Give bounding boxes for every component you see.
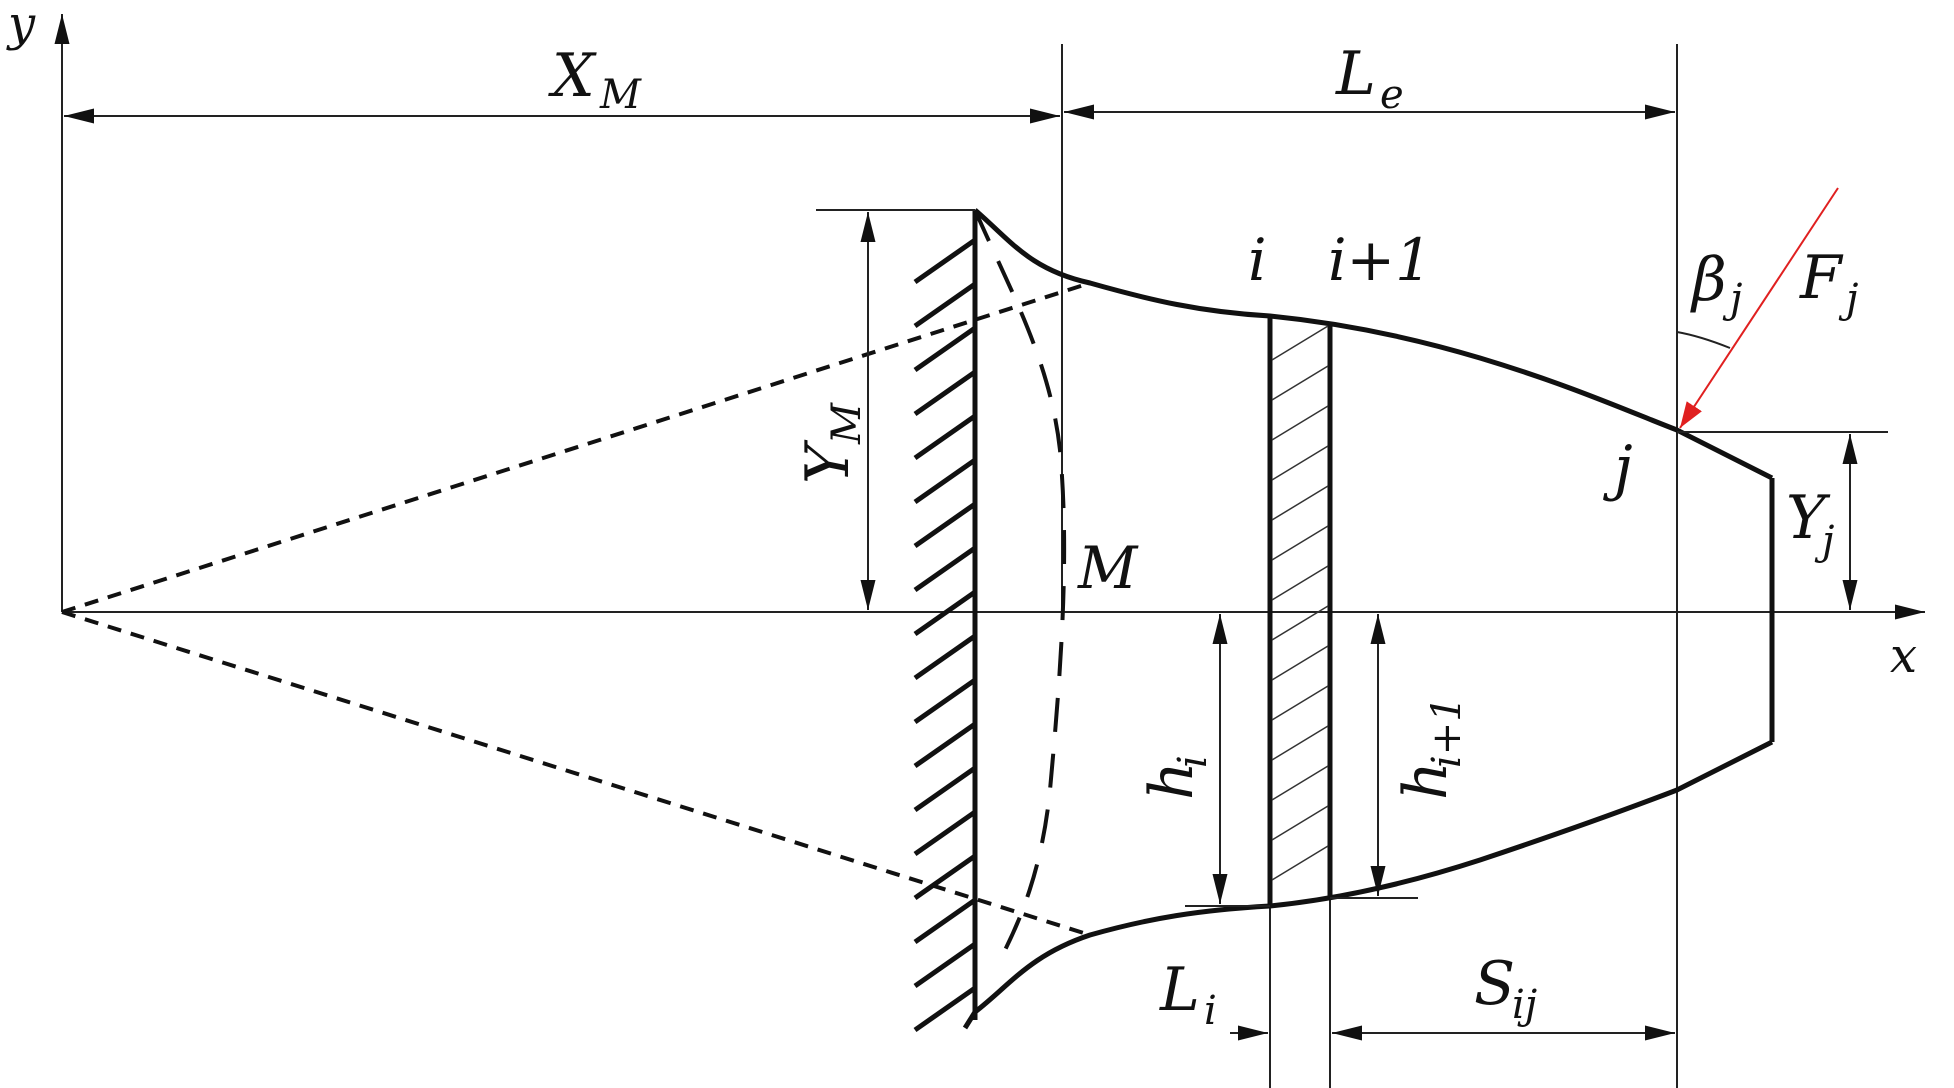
wall-hatch-stroke <box>913 985 977 1033</box>
slice-hatch-stroke <box>1271 445 1329 481</box>
xm-label: X <box>548 41 597 111</box>
slice-hatch-stroke <box>1271 805 1329 841</box>
beam-bottom-edge <box>973 739 1774 1014</box>
slice-hatching <box>1271 325 1329 881</box>
dashed-boundary <box>973 209 1067 951</box>
slice-hatch-stroke <box>1271 565 1329 601</box>
y-axis-label: y <box>6 0 36 52</box>
wall-hatch-stroke <box>913 457 977 505</box>
force-label: F <box>1799 243 1844 313</box>
x-axis-label: x <box>1890 628 1917 684</box>
wall-hatch-stroke <box>913 545 977 593</box>
wall-hatch-stroke <box>913 413 977 461</box>
wall-hatch-stroke <box>913 281 977 329</box>
ym-label-group: Y M <box>793 402 870 484</box>
slice-hatch-stroke <box>1271 405 1329 441</box>
wall-hatch-stroke <box>913 721 977 769</box>
point-m-label: M <box>1077 534 1139 602</box>
ym-label: Y <box>793 439 863 484</box>
beam-root-tip <box>962 1010 978 1030</box>
point-j-label: j <box>1603 433 1633 503</box>
slice-hatch-stroke <box>1271 365 1329 401</box>
sij-label-sub: ij <box>1512 982 1537 1028</box>
wall-hatch-stroke <box>913 237 977 285</box>
slice-hatch-stroke <box>1271 765 1329 801</box>
wall-hatch-stroke <box>913 369 977 417</box>
wall-hatch-stroke <box>913 589 977 637</box>
slice-hatch-stroke <box>1271 605 1329 641</box>
slice-hatch-stroke <box>1271 325 1329 361</box>
hi1-label-group: h i+1 <box>1391 696 1470 800</box>
wall-hatch-stroke <box>913 501 977 549</box>
slice-hatch-stroke <box>1271 725 1329 761</box>
yj-label: Y <box>1786 483 1831 553</box>
wall-hatch-stroke <box>913 853 977 901</box>
hi1-label: h <box>1391 761 1461 800</box>
wall-hatch-stroke <box>913 897 977 945</box>
slice-hatch-stroke <box>1271 485 1329 521</box>
projection-upper <box>61 281 1091 614</box>
hi-label-sub: i <box>1170 755 1216 768</box>
slice-hatch-stroke <box>1271 645 1329 681</box>
projection-lower <box>61 610 1091 937</box>
wall-hatch-stroke <box>913 765 977 813</box>
force-arrow <box>1679 187 1839 429</box>
beta-label: β <box>1690 245 1727 315</box>
section-i-label: i <box>1248 226 1267 294</box>
li-label: L <box>1159 955 1200 1025</box>
ym-label-sub: M <box>824 402 870 445</box>
slice-hatch-stroke <box>1271 845 1329 881</box>
beam-top-edge <box>973 208 1774 481</box>
wall-hatch-stroke <box>913 325 977 373</box>
wall-hatch-stroke <box>913 941 977 989</box>
wall-hatch-stroke <box>913 677 977 725</box>
slice-hatch-stroke <box>1271 525 1329 561</box>
hi-label: h <box>1137 761 1207 800</box>
xm-label-sub: M <box>599 72 642 118</box>
section-i1-label: i+1 <box>1328 226 1432 294</box>
le-label-sub: e <box>1380 72 1404 118</box>
slice-hatch-stroke <box>1271 685 1329 721</box>
hi-label-group: h i <box>1137 755 1216 800</box>
wall-hatch-stroke <box>913 809 977 857</box>
hi1-label-sub: i+1 <box>1424 696 1470 768</box>
wall-hatch-stroke <box>913 633 977 681</box>
le-label: L <box>1335 39 1376 109</box>
wall-hatching <box>913 237 977 1033</box>
beta-angle-arc <box>1676 331 1731 349</box>
sij-label: S <box>1474 949 1515 1019</box>
li-label-sub: i <box>1204 988 1217 1034</box>
